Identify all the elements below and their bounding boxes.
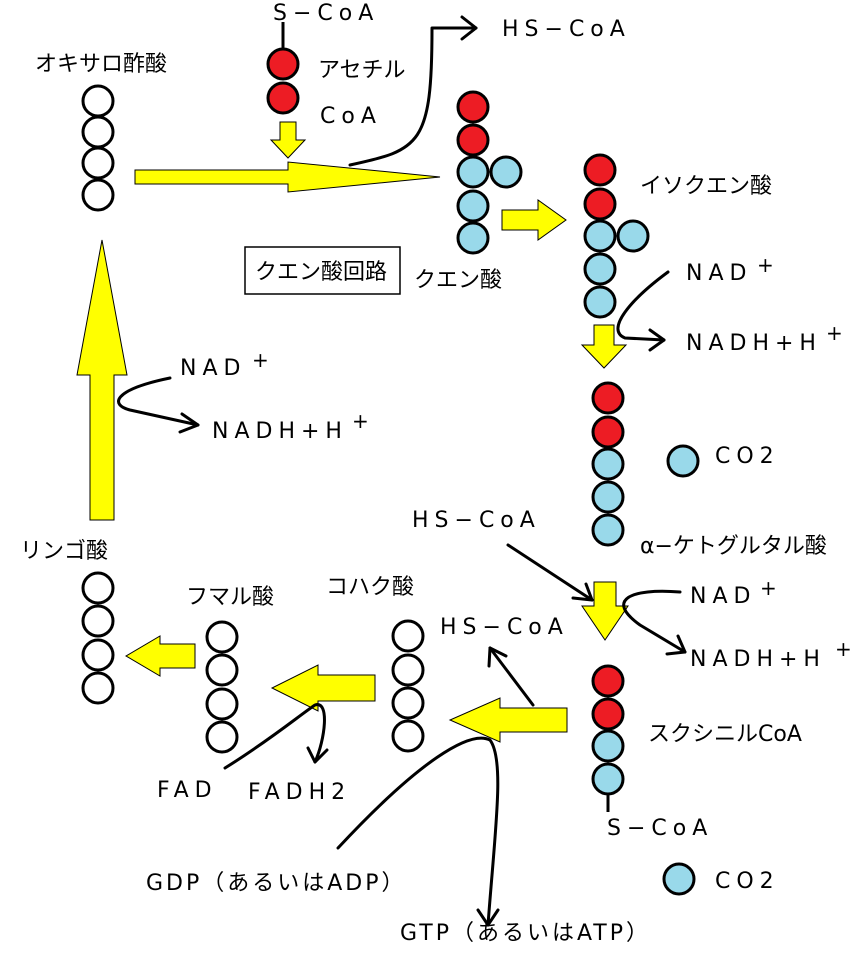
arrow-hscoa-release: [348, 26, 478, 167]
isocitrate-molecule: [583, 153, 650, 319]
succinate-molecule: [391, 619, 425, 753]
arrow-nad-akg: [622, 589, 687, 654]
arrow-succinate-to-fumarate: [270, 664, 376, 712]
arrow-nad-mal: [117, 376, 200, 427]
label-acetyl-tail: S−CoA: [273, 1, 379, 26]
title-label: クエン酸回路: [255, 260, 387, 285]
alpha-ketoglutarate-molecule: [591, 381, 625, 547]
arrowhead-hscoa-in: [571, 582, 594, 602]
arrowhead-gtp: [476, 908, 500, 927]
label-hscoa-mid: HS−CoA: [412, 508, 541, 533]
label-co2-1: CO2: [715, 444, 780, 469]
label-hscoa-top: HS−CoA: [502, 17, 631, 42]
label-acetyl-coa-2: CoA: [320, 104, 382, 129]
label-nadh-akg: NADH+H: [690, 647, 826, 672]
label-fumarate: フマル酸: [186, 585, 274, 610]
sup-nadh-mal: +: [352, 409, 369, 433]
arrow-oxalo-to-citrate: [134, 161, 441, 193]
arrow-gdp-gtp: [336, 736, 500, 927]
acetyl-coa-molecule: [266, 22, 300, 115]
label-gdp: GDP（あるいはADP）: [146, 871, 407, 896]
label-hscoa-succ: HS−CoA: [440, 615, 569, 640]
oxaloacetate-molecule: [81, 84, 115, 212]
label-fadh2: FADH2: [248, 780, 351, 805]
arrow-fad-fadh2: [223, 703, 326, 770]
arrow-isocitrate-down: [580, 324, 628, 369]
arrowhead-fadh2: [306, 746, 329, 764]
arrow-hscoa-in: [506, 543, 594, 602]
label-citrate: クエン酸: [414, 268, 502, 293]
arrow-malate-to-oxalo: [76, 239, 128, 521]
label-isocitrate: イソクエン酸: [640, 174, 772, 199]
yellow-arrows: [76, 121, 629, 743]
label-acetyl-coa-1: アセチル: [318, 58, 406, 83]
title-box: [244, 246, 401, 295]
sup-nadh-akg: +: [835, 637, 852, 661]
black-arrows: [117, 15, 687, 927]
fumarate-molecule: [205, 620, 239, 754]
arrow-hscoa-out: [488, 646, 535, 707]
label-nad-akg: NAD: [690, 584, 756, 609]
arrowhead-nadh-iso: [648, 328, 666, 352]
arrowhead-nadh-mal: [178, 412, 200, 434]
label-fad: FAD: [157, 778, 218, 803]
label-succinate: コハク酸: [326, 575, 414, 600]
label-nadh-mal: NADH+H: [212, 419, 348, 444]
label-nadh-iso: NADH+H: [686, 331, 822, 356]
label-succinyl-coa: スクシニルCoA: [648, 722, 802, 747]
arrow-citrate-to-isocitrate: [501, 199, 567, 241]
label-malate: リンゴ酸: [20, 539, 108, 564]
label-oxaloacetate: オキサロ酢酸: [35, 52, 167, 77]
label-nad-mal: NAD: [180, 356, 246, 381]
arrow-succinyl-to-succinate: [448, 697, 568, 743]
label-succinyl-tail: S−CoA: [607, 816, 713, 841]
arrow-nad-iso: [616, 270, 670, 342]
label-co2-2: CO2: [715, 869, 780, 894]
malate-molecule: [81, 571, 115, 705]
succinyl-coa-molecule: [591, 664, 625, 812]
arrow-acetyl-down: [269, 121, 307, 159]
arrow-akg-down: [581, 581, 629, 641]
sup-nad-iso: +: [757, 253, 774, 277]
arrowhead-hscoa-out: [487, 646, 508, 668]
label-nad-iso: NAD: [686, 261, 752, 286]
sup-nad-akg: +: [760, 576, 777, 600]
label-gtp: GTP（あるいはATP）: [400, 921, 651, 946]
sup-nadh-iso: +: [826, 321, 843, 345]
arrow-fumarate-to-malate: [125, 635, 196, 677]
co2-molecule-1: [666, 444, 700, 478]
sup-nad-mal: +: [252, 348, 269, 372]
co2-molecule-2: [662, 862, 696, 896]
label-alpha-kg: α−ケトグルタル酸: [640, 534, 827, 559]
citrate-molecule: [456, 90, 523, 255]
arrowhead-nadh-akg: [665, 634, 687, 656]
arrowhead-hscoa: [460, 15, 478, 41]
